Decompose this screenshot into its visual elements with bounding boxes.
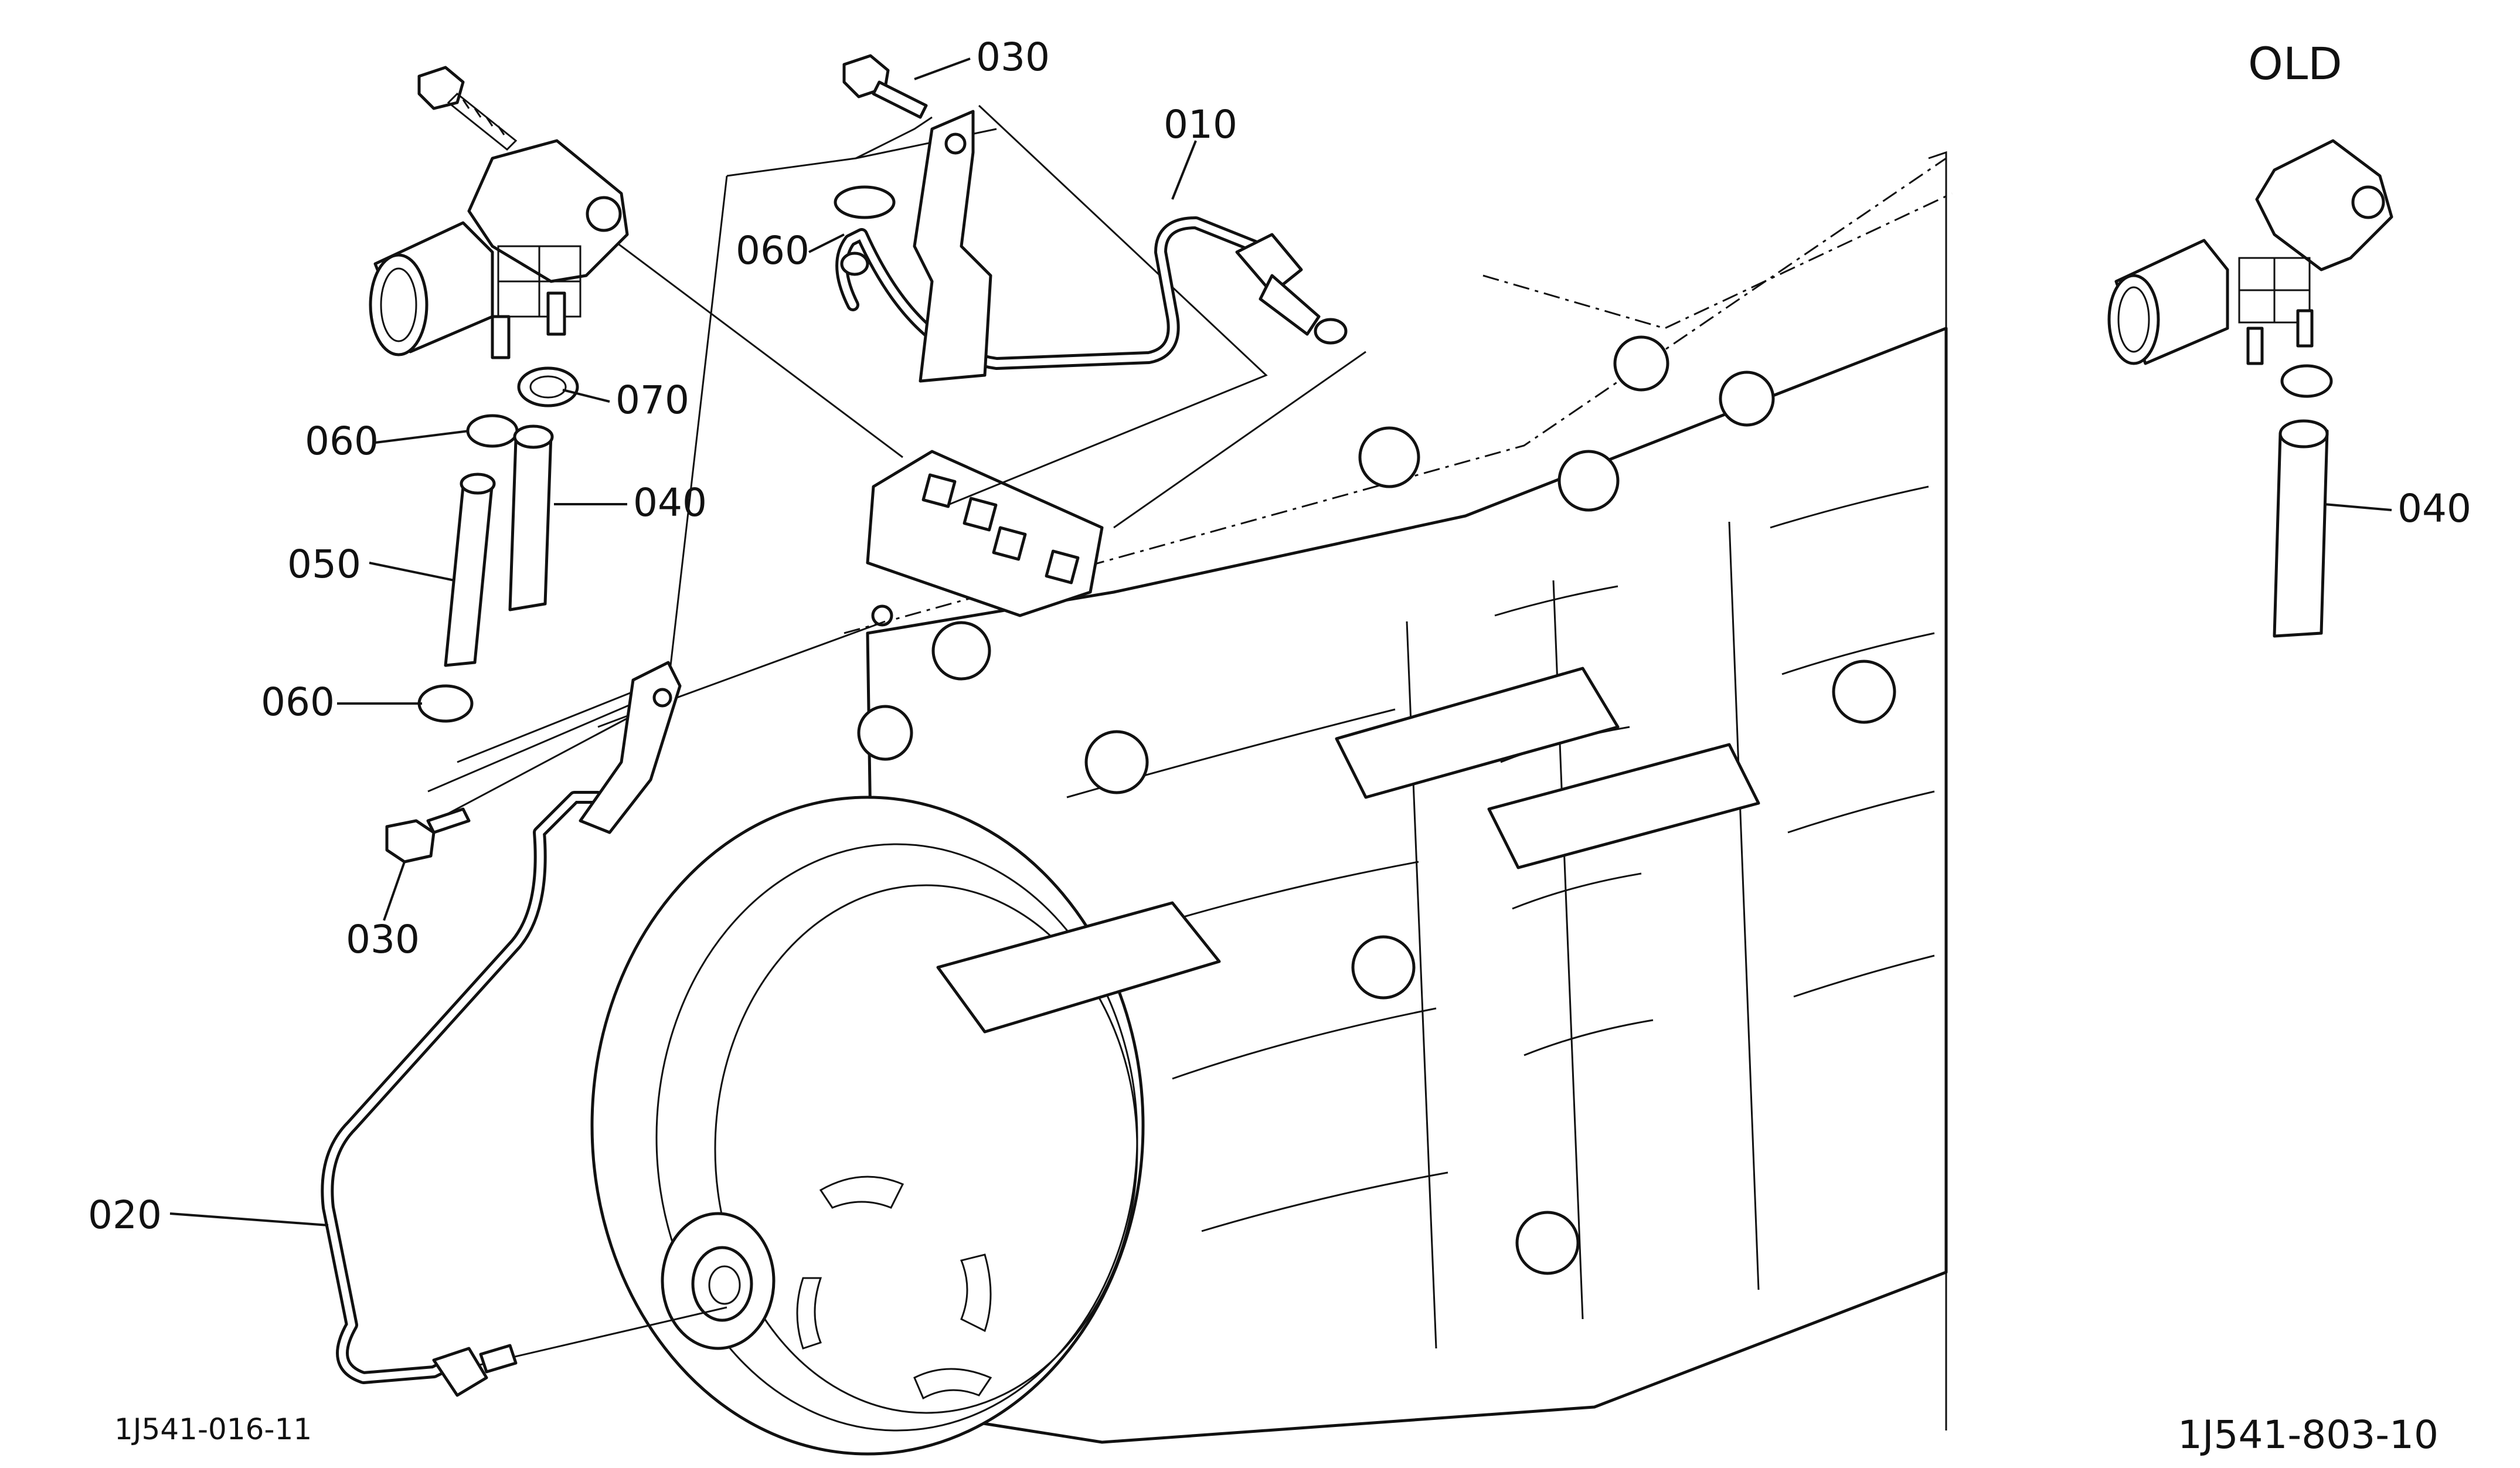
old-variant-label: OLD — [2248, 38, 2342, 90]
drawing-ref-left: 1J541-016-11 — [114, 1412, 312, 1446]
part-020-pipe — [321, 661, 682, 1397]
part-050-hose — [444, 473, 496, 667]
old-pressure-sensor — [2107, 139, 2393, 638]
dpf-muffler-assembly — [590, 151, 1953, 1456]
part-060-clip-lower — [417, 684, 474, 723]
part-060-clip-upper — [466, 414, 519, 448]
callout-040-main: 040 — [633, 480, 707, 525]
callout-060-upper: 060 — [305, 419, 379, 464]
callout-070: 070 — [615, 378, 689, 423]
callout-010: 010 — [1164, 102, 1237, 147]
part-030-bolt-left — [385, 807, 471, 864]
callout-030-left: 030 — [346, 917, 420, 962]
part-070-clip — [517, 366, 579, 407]
part-030-bolt-top — [842, 54, 928, 119]
callout-020: 020 — [88, 1192, 162, 1238]
callout-labels: 030 010 060 070 060 040 050 060 030 020 … — [88, 35, 2471, 1457]
part-060-clip-bracket — [834, 185, 896, 276]
part-040-hose — [508, 424, 554, 611]
callout-leaders — [169, 57, 2392, 1226]
callout-050: 050 — [287, 542, 361, 587]
callout-060-lower: 060 — [261, 679, 335, 725]
drawing-ref-right: 1J541-803-10 — [2178, 1412, 2439, 1457]
pipe-bracket — [913, 110, 992, 383]
flange-bolts — [857, 335, 1896, 1275]
callout-030-top: 030 — [976, 35, 1050, 80]
pressure-sensor-main — [369, 66, 629, 359]
callout-060-bracket: 060 — [736, 228, 810, 273]
callout-040-old: 040 — [2397, 486, 2471, 531]
